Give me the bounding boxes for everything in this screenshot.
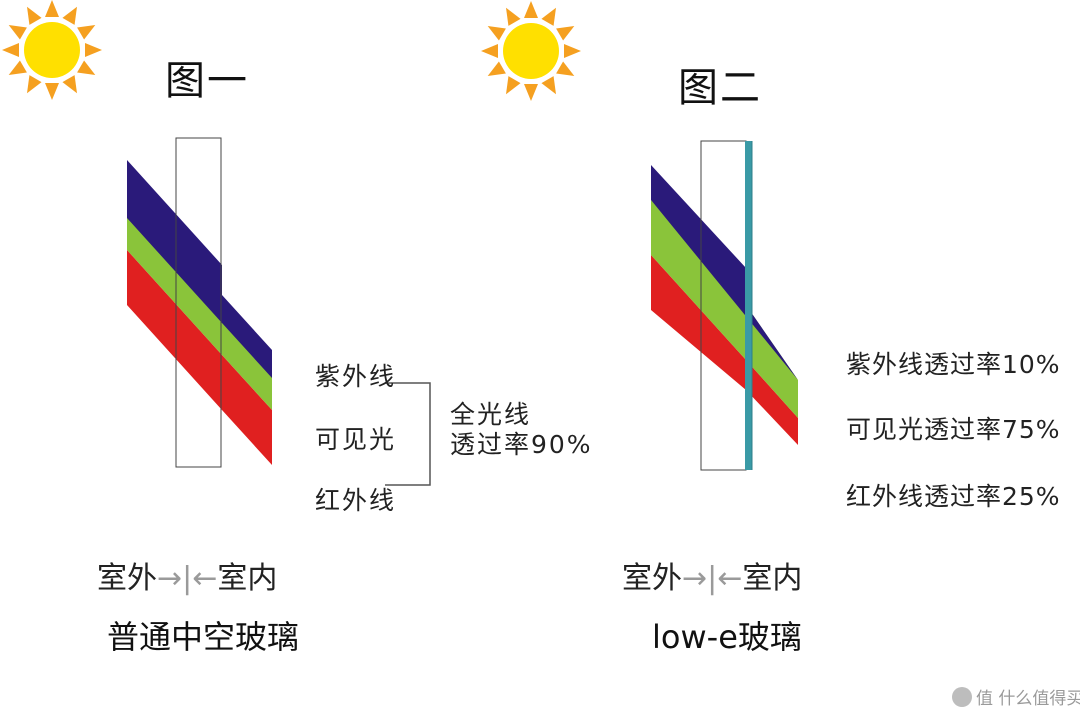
direction-arrows: →|← (157, 561, 218, 596)
inside-label: 室内 (217, 561, 278, 596)
figure2-direction: 室外→|←室内 (622, 553, 802, 597)
figure1-uv-label: 紫外线 (315, 362, 397, 391)
figure2-light-bands (651, 165, 798, 445)
figure1-visible-label: 可见光 (315, 425, 397, 454)
inside-label: 室内 (742, 561, 803, 596)
figure1-ir-band (127, 250, 272, 465)
figure1-total-line1: 全光线 (450, 400, 532, 429)
figure2-visible-band (651, 200, 798, 418)
figure2-uv-band (651, 165, 798, 380)
figure1-bracket (385, 382, 431, 486)
figure2-uv-rate: 紫外线透过率10% (846, 350, 1061, 379)
figure2-title: 图二 (678, 65, 762, 111)
figure1-uv-band (127, 160, 272, 378)
figure1-caption: 普通中空玻璃 (107, 618, 300, 656)
sun-icon (2, 0, 102, 100)
figure1-total-line2: 透过率90% (450, 430, 593, 459)
outside-label: 室外 (97, 561, 157, 596)
figure1-light-bands (127, 160, 272, 465)
figure2-visible-rate: 可见光透过率75% (846, 415, 1061, 444)
figure1-direction: 室外→|←室内 (97, 553, 277, 597)
figure1-glass-pane (175, 137, 222, 468)
figure1-ir-label: 红外线 (315, 486, 397, 515)
outside-label: 室外 (622, 561, 682, 596)
direction-arrows: →|← (682, 561, 743, 596)
figure2-ir-rate: 红外线透过率25% (846, 482, 1061, 511)
figure2-caption: low-e玻璃 (652, 618, 802, 656)
figure2-ir-band (651, 255, 798, 445)
figure1-title: 图一 (165, 58, 249, 104)
watermark-logo-icon (952, 686, 972, 707)
watermark: 值 什么值得买 (952, 684, 1080, 709)
figure2-lowe-coating (745, 141, 752, 470)
sun-icon (481, 1, 581, 101)
watermark-text: 值 什么值得买 (976, 689, 1080, 709)
